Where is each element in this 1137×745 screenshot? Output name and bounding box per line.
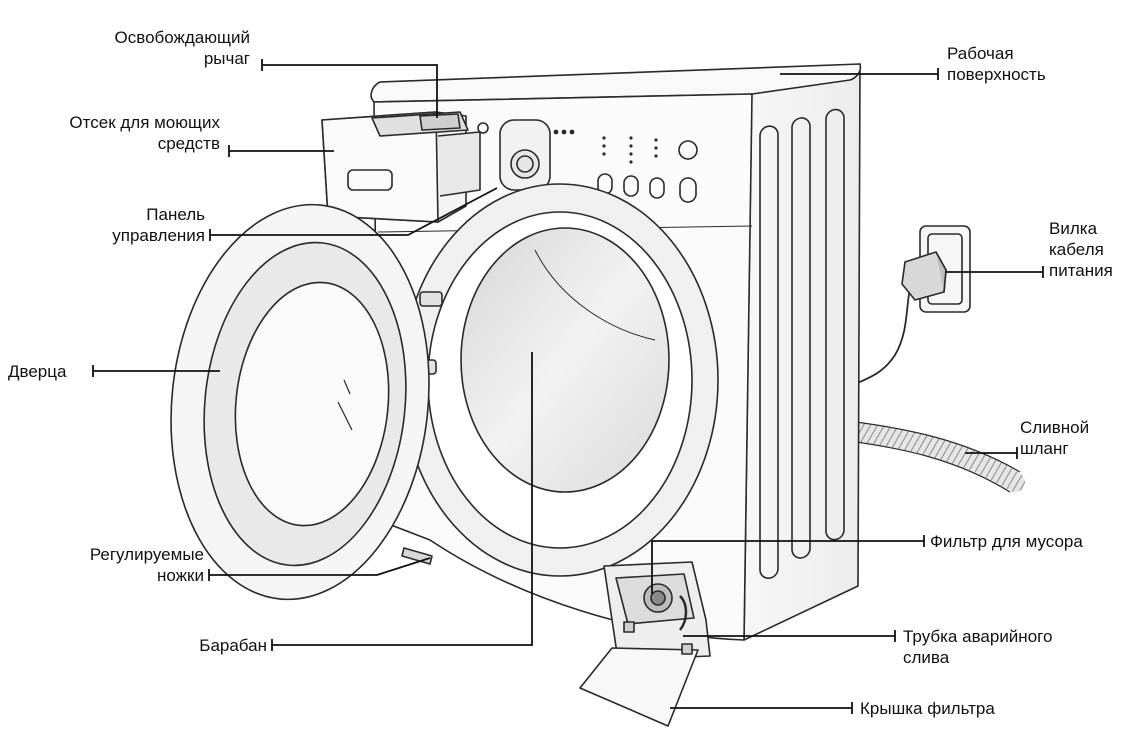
label-line: поверхность — [947, 65, 1046, 84]
label-control-panel: Панель управления — [40, 204, 205, 246]
control-panel-controls — [477, 119, 698, 203]
label-emergency-drain-tube: Трубка аварийного слива — [903, 626, 1052, 668]
filter-cover — [579, 647, 699, 727]
label-line: Сливной — [1020, 418, 1090, 437]
label-filter-cover: Крышка фильтра — [860, 698, 995, 719]
label-line: Дверца — [8, 362, 67, 381]
label-line: Панель — [146, 205, 205, 224]
door — [170, 203, 430, 601]
label-line: Вилка — [1049, 219, 1098, 238]
label-line: Крышка фильтра — [860, 699, 995, 718]
label-worktop: Рабочая поверхность — [947, 43, 1046, 85]
label-line: Рабочая — [947, 44, 1014, 63]
leader-lines — [92, 59, 1044, 714]
label-drain-hose: Сливной шланг — [1020, 417, 1089, 459]
label-line: средств — [157, 134, 220, 153]
label-line: ножки — [157, 566, 204, 585]
label-line: Регулируемые — [89, 545, 204, 564]
label-line: управления — [112, 226, 205, 245]
label-line: слива — [903, 648, 950, 667]
label-line: шланг — [1020, 439, 1069, 458]
label-line: Фильтр для мусора — [930, 532, 1083, 551]
drain-hose — [846, 422, 1025, 492]
label-detergent-drawer: Отсек для моющих средств — [6, 112, 220, 154]
label-line: питания — [1049, 261, 1113, 280]
label-drum: Барабан — [140, 635, 267, 656]
detergent-drawer — [321, 111, 481, 223]
label-door: Дверца — [8, 361, 66, 382]
power-cable — [851, 281, 913, 387]
label-line: Барабан — [199, 636, 267, 655]
label-line: Отсек для моющих — [69, 113, 220, 132]
label-line: кабеля — [1049, 240, 1104, 259]
label-power-plug: Вилка кабеля питания — [1049, 218, 1113, 281]
drum-inner — [460, 227, 670, 493]
label-line: рычаг — [203, 49, 250, 68]
label-debris-filter: Фильтр для мусора — [930, 531, 1083, 552]
label-adjustable-feet: Регулируемые ножки — [20, 544, 204, 586]
label-line: Трубка аварийного — [903, 627, 1053, 646]
cabinet-side — [743, 63, 861, 641]
filter-housing — [603, 561, 711, 661]
label-release-lever: Освобождающий рычаг — [40, 27, 251, 69]
worktop-surface — [370, 63, 862, 103]
label-line: Освобождающий — [114, 28, 251, 47]
